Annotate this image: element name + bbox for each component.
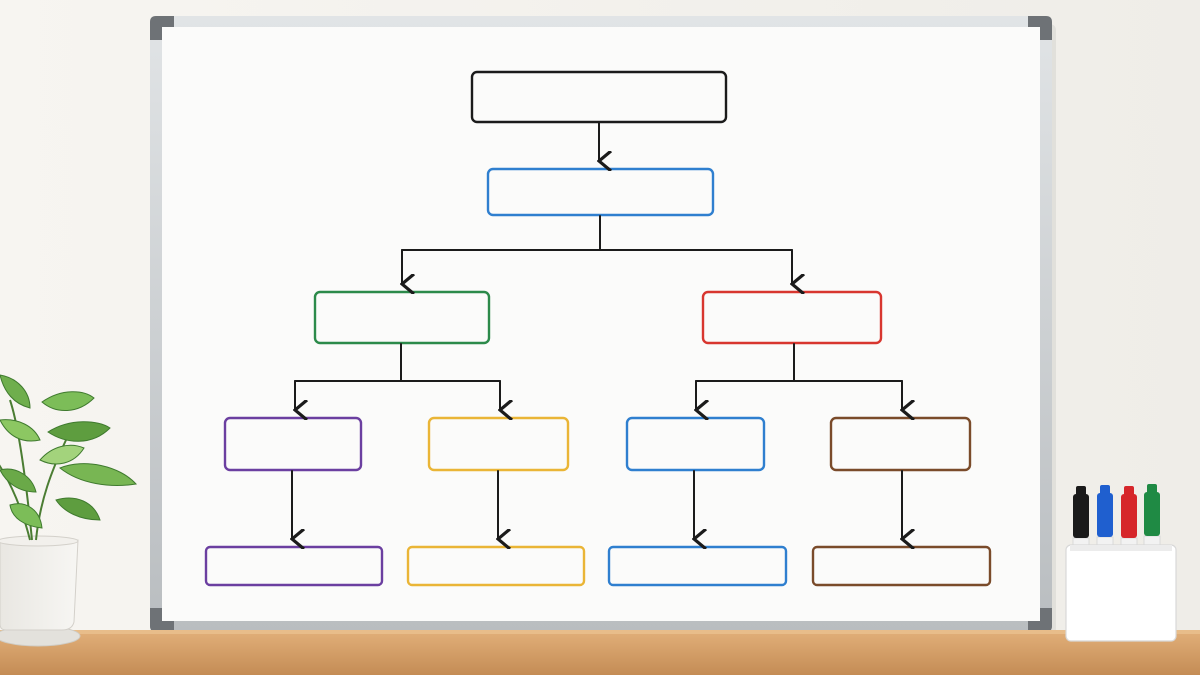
plant-leaves — [0, 374, 137, 541]
marker-cap — [1144, 492, 1160, 536]
marker-cap — [1097, 493, 1113, 537]
plant-pot-rim — [0, 535, 79, 547]
shelf-edge — [0, 630, 1200, 634]
marker-tip — [1100, 485, 1110, 495]
potted-plant — [0, 374, 137, 647]
marker-tip — [1147, 484, 1157, 494]
marker-cap — [1121, 494, 1137, 538]
plant-pot — [0, 539, 79, 631]
marker-cup-inner-shadow — [1070, 545, 1172, 551]
marker-tip — [1076, 486, 1086, 496]
board-corner-tr — [1028, 16, 1052, 40]
marker-holder — [1065, 484, 1177, 642]
board-corner-bl — [150, 608, 174, 632]
flowchart-connectors — [292, 122, 902, 539]
marker-tip — [1124, 486, 1134, 496]
shelf — [0, 630, 1200, 675]
board-surface — [162, 27, 1040, 621]
board-corner-br — [1028, 608, 1052, 632]
board-corner-tl — [150, 16, 174, 40]
marker-cup — [1065, 544, 1177, 642]
marker-cap — [1073, 494, 1089, 538]
